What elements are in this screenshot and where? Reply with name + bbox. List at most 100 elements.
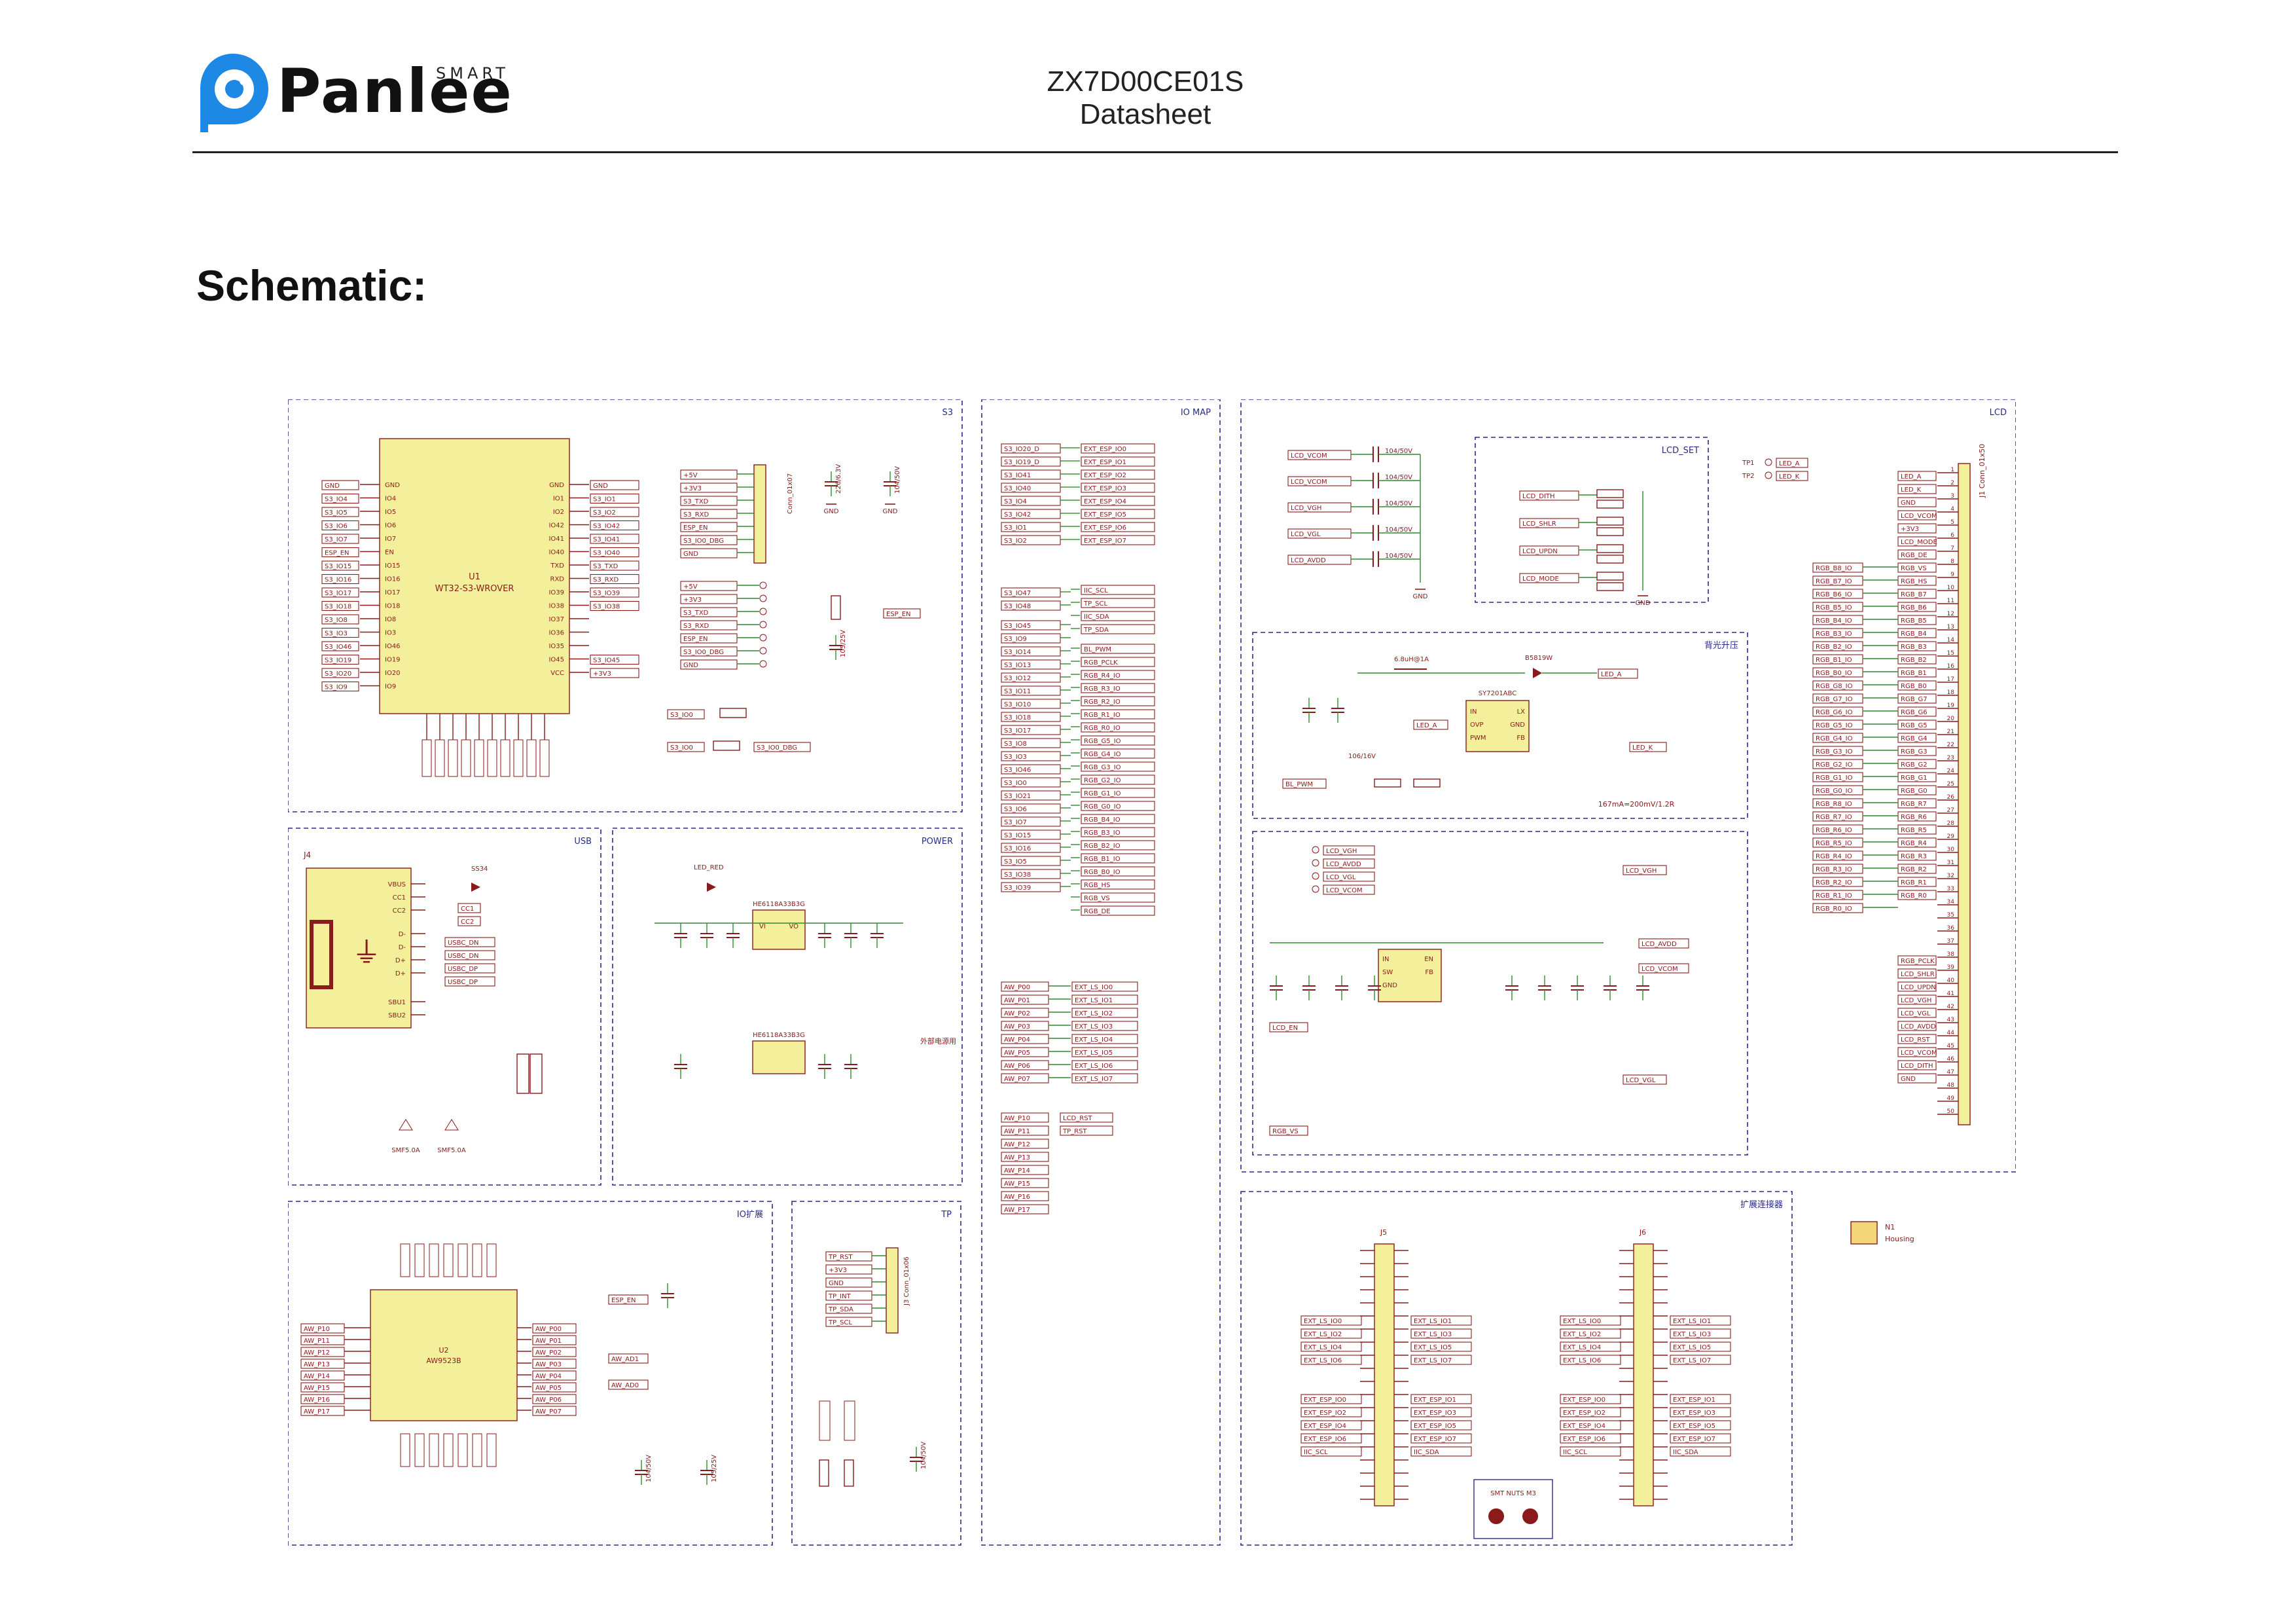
net-label: AW_AD1 [611, 1356, 639, 1363]
module-name: WT32-S3-WROVER [435, 584, 514, 594]
net-label: AW_P00 [1004, 984, 1030, 991]
net-tag [1081, 611, 1155, 621]
net-tag [1638, 963, 1689, 974]
net-tag [1670, 1315, 1731, 1326]
net-tag [435, 739, 445, 777]
net-tag [1897, 798, 1937, 809]
net-label: EN [385, 549, 394, 556]
net-tag [1071, 1021, 1138, 1031]
net-label: S3_IO42 [593, 523, 620, 530]
net-label: RXD [550, 576, 565, 583]
net-label: IO35 [548, 643, 564, 650]
net-tag [1001, 699, 1061, 709]
resistor [1596, 489, 1624, 498]
net-label: RGB_B2_IO [1084, 843, 1121, 850]
net-label: 18 [1947, 689, 1955, 696]
net-label: S3_IO21 [1004, 793, 1031, 800]
component-ref: U2 [439, 1346, 448, 1355]
net-tag [819, 1400, 831, 1441]
net-label: +3V3 [683, 596, 702, 604]
net-label: 8 [1950, 558, 1954, 565]
net-label: RGB_R4 [1901, 840, 1927, 847]
net-tag [1001, 443, 1061, 454]
net-tag [1001, 509, 1061, 519]
net-tag [1897, 968, 1937, 979]
net-tag [1081, 761, 1155, 772]
net-label: +5V [683, 583, 698, 591]
net-label: 13 [1947, 624, 1954, 630]
net-label: IIC_SCL [1084, 587, 1108, 594]
net-label: S3_IO40 [1004, 485, 1031, 492]
net-label: S3_IO5 [325, 509, 348, 517]
net-tag [444, 976, 495, 987]
net-label: 104/50V [920, 1442, 927, 1469]
net-tag [429, 1243, 439, 1277]
net-label: EXT_LS_IO4 [1563, 1344, 1601, 1351]
net-tag [1897, 1021, 1937, 1031]
net-label: LCD_VCOM [1291, 452, 1327, 460]
net-label: S3_TXD [593, 563, 619, 570]
net-label: S3_IO0_DBG [683, 649, 724, 656]
net-label: RGB_G3_IO [1084, 764, 1121, 771]
net-tag [1897, 864, 1937, 874]
net-tag [680, 509, 738, 519]
net-label: EXT_ESP_IO4 [1304, 1423, 1346, 1430]
net-tag [1323, 845, 1375, 856]
net-label: USBC_DP [448, 979, 478, 986]
net-tag [532, 1323, 577, 1334]
net-label: EXT_LS_IO5 [1414, 1344, 1452, 1351]
resistor [713, 740, 740, 751]
net-tag [321, 520, 359, 531]
net-label: AW_P15 [1004, 1180, 1030, 1188]
net-label: RGB_B6_IO [1816, 591, 1852, 598]
net-label: RGB_R1_IO [1816, 892, 1852, 900]
net-tag [1812, 746, 1863, 756]
net-label: AW_P16 [1004, 1194, 1030, 1201]
net-label: S3_IO2 [593, 509, 616, 517]
net-tag [1897, 890, 1937, 900]
net-tag [1001, 1125, 1049, 1136]
net-label: 47 [1947, 1069, 1954, 1076]
net-label: EXT_ESP_IO7 [1414, 1436, 1456, 1443]
resistor [1596, 582, 1624, 591]
net-tag [1413, 720, 1448, 730]
net-label: EXT_LS_IO4 [1304, 1344, 1342, 1351]
net-tag [1001, 685, 1061, 696]
tvs-icon [444, 1119, 459, 1131]
net-label: AW_P13 [1004, 1154, 1030, 1161]
block-title: TP [941, 1210, 952, 1220]
net-tag [539, 739, 550, 777]
net-label: RGB_R7_IO [1816, 814, 1852, 821]
net-tag [1071, 1060, 1138, 1070]
net-label: 104/50V [1385, 526, 1412, 534]
net-tag [1897, 680, 1937, 691]
net-tag [1897, 994, 1937, 1005]
pin-header [1633, 1243, 1654, 1506]
net-tag [680, 535, 738, 545]
net-label: AW_P06 [535, 1396, 562, 1404]
net-tag [1897, 1034, 1937, 1044]
net-tag [1897, 615, 1937, 625]
net-label: 3 [1950, 493, 1954, 500]
net-tag [1897, 877, 1937, 887]
net-tag [1897, 484, 1937, 494]
net-tag [1812, 837, 1863, 848]
net-tag [608, 1294, 649, 1305]
block-title: IO MAP [1181, 408, 1211, 418]
net-tag [300, 1382, 345, 1393]
net-tag [1300, 1341, 1362, 1352]
net-label: 5 [1950, 519, 1954, 526]
net-tag [1897, 772, 1937, 782]
net-label: EXT_LS_IO1 [1414, 1318, 1452, 1325]
net-label: S3_IO9 [325, 684, 348, 691]
net-label: AW_P11 [304, 1338, 330, 1345]
net-tag [1001, 646, 1061, 657]
net-tag [1897, 693, 1937, 704]
net-label: EXT_LS_IO1 [1673, 1318, 1711, 1325]
net-tag [300, 1370, 345, 1381]
net-label: S3_IO47 [1004, 590, 1031, 597]
usb-symbol-icon: ⏚ [352, 936, 381, 970]
net-tag [1897, 497, 1937, 507]
net-label: GND [385, 482, 400, 489]
net-label: S3_IO3 [325, 630, 348, 638]
